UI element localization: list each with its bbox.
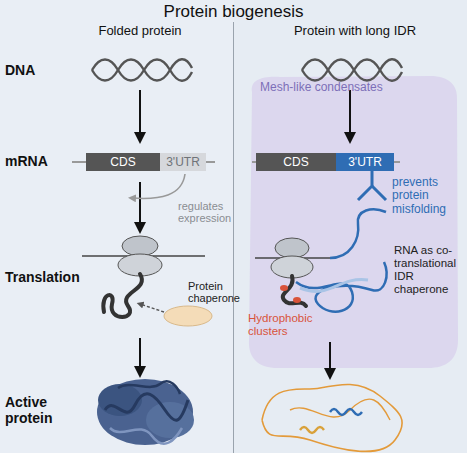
ribosome: [271, 238, 313, 278]
chaperone-shape: [164, 306, 212, 326]
regulation-arrow: [132, 174, 185, 198]
annotation: Hydrophobic clusters: [248, 312, 318, 338]
polypeptide: [103, 274, 142, 317]
utr-box: 3'UTR: [336, 153, 394, 171]
row-label: mRNA: [5, 154, 65, 170]
row-label: Translation: [5, 270, 85, 286]
row-label: DNA: [5, 63, 65, 79]
dna-helix: [92, 59, 192, 81]
node-text: CDS: [110, 155, 135, 169]
rna-chaperone: [330, 209, 386, 258]
hydrophobic-cluster: [280, 285, 301, 303]
row-label: Active protein: [5, 395, 63, 426]
title: Protein biogenesis: [0, 2, 467, 21]
chaperone-arrow: [140, 304, 164, 312]
rna-fork: [372, 186, 386, 200]
condensate-region: Mesh-like condensatesCDS 3'UTR: [250, 76, 457, 368]
left-panel: [0, 0, 233, 453]
node-text: CDS: [283, 155, 308, 169]
node-text: 3'UTR: [348, 155, 382, 169]
dna-helix: [302, 59, 402, 81]
divider: [233, 22, 234, 453]
ribosome: [118, 236, 162, 276]
cds-box: CDS: [256, 153, 336, 171]
column-heading: Protein with long IDR: [250, 24, 460, 39]
rna-chaperone-light: [300, 280, 368, 292]
right-panel: [234, 0, 467, 453]
disordered-protein: [262, 384, 402, 451]
flow-arrow: [140, 90, 350, 374]
chaperone-node: Protein chaperone: [168, 280, 230, 326]
condensate-ground: [249, 76, 458, 368]
utr-box: 3'UTR: [160, 153, 206, 171]
column-heading: Folded protein: [60, 24, 220, 39]
cds-box: CDS: [86, 153, 160, 171]
folded-protein: [97, 379, 194, 445]
node-text: 3'UTR: [166, 155, 200, 169]
node-text: Mesh-like condensates: [260, 80, 383, 94]
annotation: prevents protein misfolding: [392, 176, 458, 216]
rna-fork: [358, 171, 372, 200]
annotation: RNA as co-translational IDR chaperone: [394, 244, 462, 296]
annotation: regulates expression: [178, 200, 234, 225]
idr-chain: [283, 276, 306, 306]
node-text: Protein chaperone: [188, 280, 238, 304]
